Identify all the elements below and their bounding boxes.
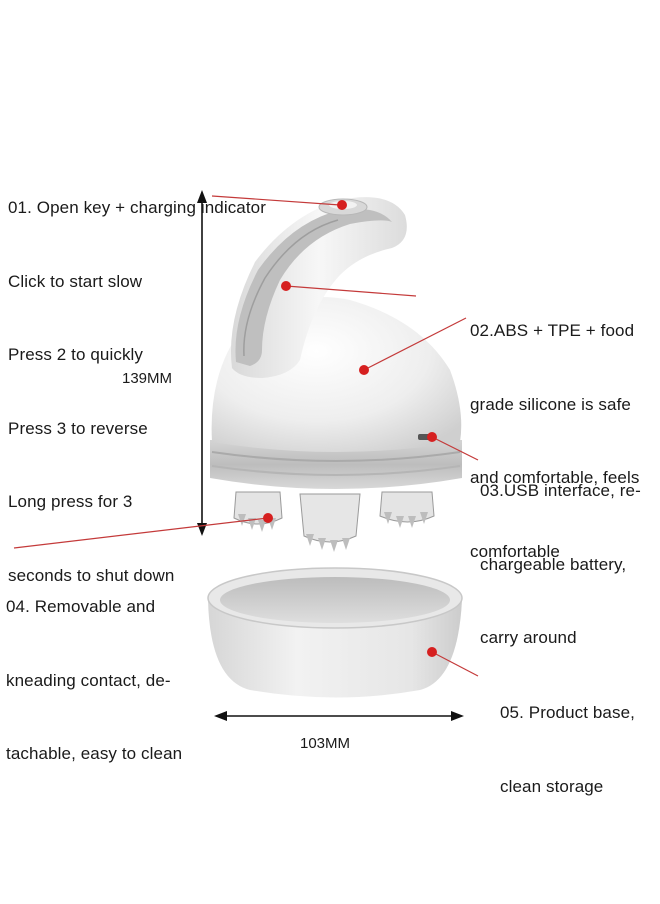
callout-02-body (359, 317, 467, 375)
annotation-02-line: grade silicone is safe (470, 394, 631, 414)
annotation-05-line: clean storage (500, 776, 604, 796)
product-base (207, 567, 463, 698)
callout-05 (427, 647, 479, 677)
annotation-04-line: tachable, easy to clean (6, 744, 183, 763)
annotation-04: 04. Removable and kneading contact, de- … (6, 546, 182, 791)
callout-03 (427, 432, 479, 461)
height-dimension-label: 139MM (122, 370, 173, 387)
annotation-02-line: comfortable (470, 541, 560, 561)
annotation-01-line: 01. Open key + charging indicator (8, 198, 266, 217)
callout-01 (211, 195, 347, 210)
annotation-03: 03.USB interface, re- chargeable battery… (480, 430, 641, 675)
callout-04 (13, 513, 273, 549)
callout-02-handle (281, 281, 417, 297)
width-dimension-label: 103MM (300, 735, 351, 752)
annotation-05: 05. Product base, clean storage (500, 652, 635, 824)
annotation-05-line: 05. Product base, (500, 703, 635, 722)
annotation-01-line: Long press for 3 (8, 492, 133, 511)
annotation-01-line: Click to start slow (8, 271, 143, 291)
annotation-03-line: carry around (480, 628, 577, 647)
annotation-04-line: kneading contact, de- (6, 670, 171, 690)
annotation-02-line: and comfortable, feels (470, 468, 640, 487)
annotation-04-line: 04. Removable and (6, 597, 156, 616)
annotation-01-line: seconds to shut down (8, 565, 175, 585)
width-dimension-line (214, 711, 464, 721)
annotation-01-line: Press 2 to quickly (8, 345, 144, 364)
massager-device (210, 197, 462, 552)
annotation-02: 02.ABS + TPE + food grade silicone is sa… (470, 270, 639, 589)
annotation-01: 01. Open key + charging indicator Click … (8, 147, 266, 613)
annotation-02-line: 02.ABS + TPE + food (470, 321, 635, 340)
annotation-03-line: 03.USB interface, re- (480, 481, 641, 500)
annotation-01-line: Press 3 to reverse (8, 418, 148, 438)
annotation-03-line: chargeable battery, (480, 554, 627, 574)
